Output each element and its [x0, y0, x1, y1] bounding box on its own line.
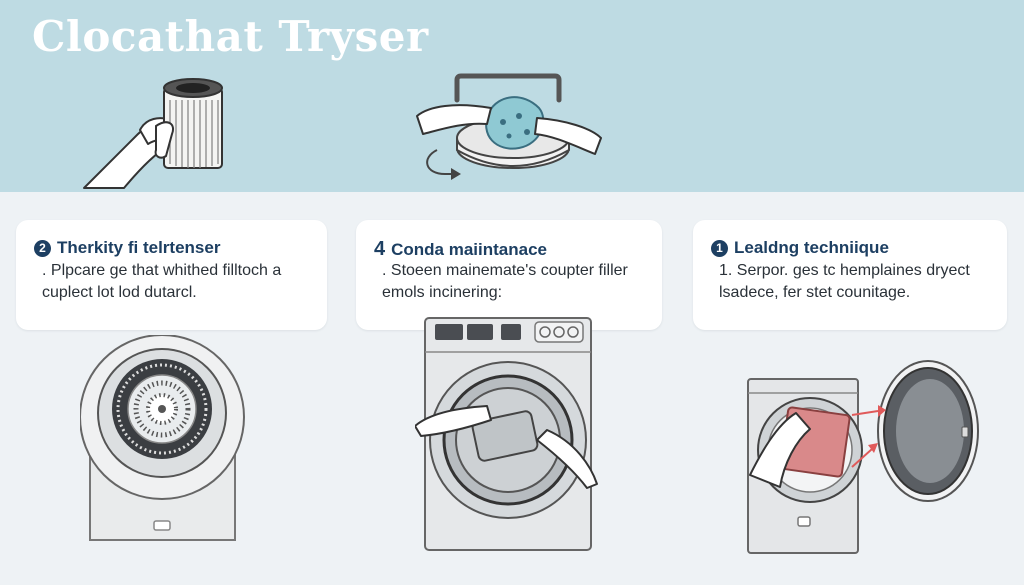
step-card-3-body: 1. Serpor. ges tc hemplaines dryect lsad…: [719, 262, 970, 301]
step-card-1: 2 Therkity fi telrtenser . Plpcare ge tha…: [16, 220, 327, 330]
header-banner: Clocathat Tryser: [0, 0, 1024, 192]
step-card-3-title: 1 Lealdng techniique: [711, 238, 889, 258]
step-number-badge: 2: [34, 240, 51, 257]
washer-drum-icon: [80, 335, 245, 541]
step-card-2: 4 Conda maiintanace . Stoeen mainemate's …: [356, 220, 662, 330]
step-number: 4: [374, 238, 386, 260]
open-dryer-door-icon: [747, 360, 979, 554]
step-card-3: 1 Lealdng techniique 1. Serpor. ges tc he…: [693, 220, 1007, 330]
step-number-badge: 1: [711, 240, 728, 257]
lint-trap-icon: [416, 73, 602, 180]
step-card-2-title: 4 Conda maiintanace: [374, 238, 547, 261]
step-card-1-title: 2 Therkity fi telrtenser: [34, 238, 220, 258]
step-title-text: Lealdng techniique: [734, 238, 889, 257]
page-title: Clocathat Tryser: [32, 12, 429, 61]
front-load-washer-icon: [415, 317, 598, 551]
step-card-1-body: . Plpcare ge that whithed filltoch a cup…: [42, 262, 282, 301]
step-title-text: Therkity fi telrtenser: [57, 238, 221, 257]
filter-cartridge-icon: [83, 78, 223, 189]
step-title-text: Conda maiintanace: [391, 240, 547, 259]
step-card-2-body: . Stoeen mainemate's coupter filler emol…: [382, 262, 628, 301]
